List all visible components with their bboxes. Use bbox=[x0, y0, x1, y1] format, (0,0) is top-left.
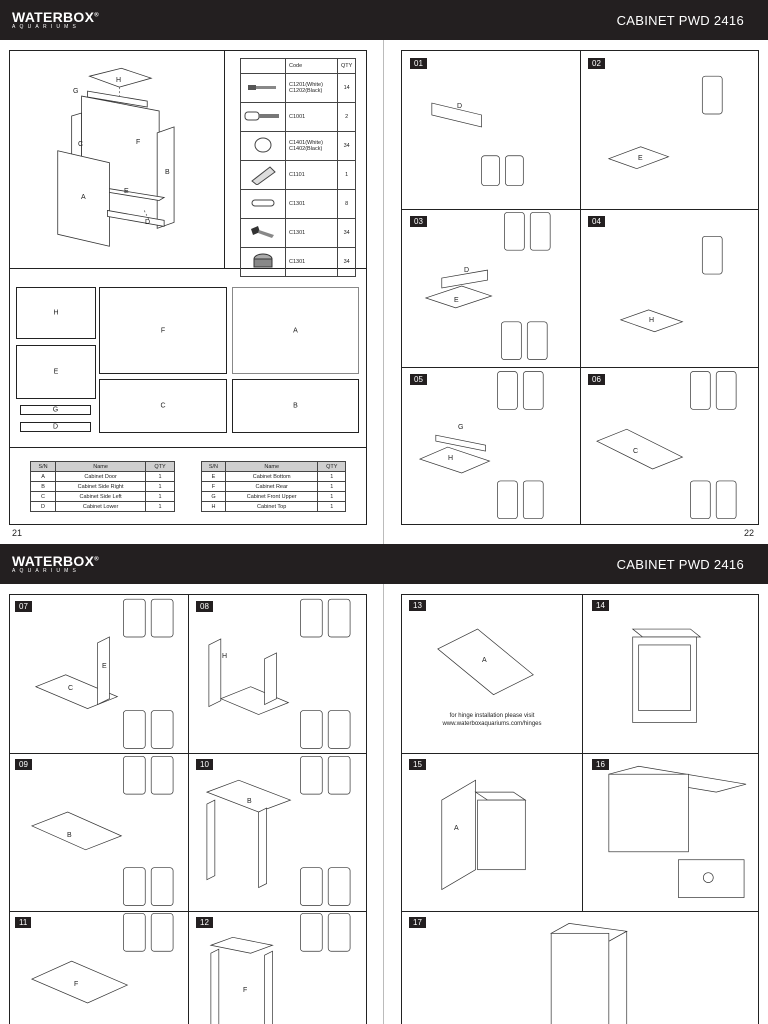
hardware-row: C1001 2 bbox=[240, 102, 357, 132]
step-badge: 12 bbox=[196, 917, 213, 928]
screw-icon bbox=[251, 226, 274, 238]
brand-logo: WATERBOX® AQUARIUMS bbox=[12, 553, 99, 574]
panel-d: D bbox=[20, 422, 91, 432]
step-badge: 16 bbox=[592, 759, 609, 770]
page-gutter bbox=[383, 40, 384, 544]
exploded-cabinet-diagram bbox=[57, 67, 175, 247]
hardware-row: C1301 34 bbox=[240, 218, 357, 248]
cover-cap-icon bbox=[254, 137, 272, 153]
assembly-steps-7-12-diagram bbox=[30, 598, 351, 1024]
assembly-steps-1-6-diagram bbox=[418, 75, 737, 520]
step-badge: 07 bbox=[15, 601, 32, 612]
step-badge: 10 bbox=[196, 759, 213, 770]
assembly-steps-13-17-diagram bbox=[437, 628, 747, 1024]
hardware-row: C1301 34 bbox=[240, 247, 357, 277]
step-badge: 11 bbox=[15, 917, 32, 928]
hardware-row: C1301 8 bbox=[240, 189, 357, 219]
document-title: CABINET PWD 2416 bbox=[616, 13, 744, 28]
step-badge: 09 bbox=[15, 759, 32, 770]
steps-page-sheet-2: 07 08 09 10 11 12 bbox=[9, 594, 367, 1024]
step-badge: 15 bbox=[409, 759, 426, 770]
parts-page-sheet: H G C F B E A D Code QTY C1201(White)C12… bbox=[9, 50, 367, 525]
steps-page-sheet-1: 01 02 03 04 05 06 bbox=[401, 50, 759, 525]
page-gutter bbox=[383, 584, 384, 1024]
page-number: 21 bbox=[12, 528, 23, 538]
hardware-row: C1201(White)C1202(Black) 14 bbox=[240, 73, 357, 103]
step-badge: 13 bbox=[409, 600, 426, 611]
step-badge: 17 bbox=[409, 917, 426, 928]
panel-b: B bbox=[232, 379, 359, 433]
cam-lock-icon bbox=[253, 253, 273, 268]
hardware-row: C1101 1 bbox=[240, 160, 357, 190]
handle-icon bbox=[251, 199, 275, 207]
step-badge: 01 bbox=[410, 58, 427, 69]
top-header: WATERBOX® AQUARIUMS CABINET PWD 2416 bbox=[0, 0, 768, 40]
hinge-icon bbox=[244, 111, 279, 121]
step-badge: 03 bbox=[410, 216, 427, 227]
brand-logo: WATERBOX® AQUARIUMS bbox=[12, 9, 99, 30]
panel-a: A bbox=[232, 287, 359, 374]
cam-bolt-icon bbox=[248, 85, 276, 90]
bottom-header: WATERBOX® AQUARIUMS CABINET PWD 2416 bbox=[0, 544, 768, 584]
hinge-installation-note: for hinge installation please visit www.… bbox=[442, 713, 542, 727]
hardware-row: C1401(White)C1402(Black) 34 bbox=[240, 131, 357, 161]
document-title: CABINET PWD 2416 bbox=[616, 557, 744, 572]
step-badge: 06 bbox=[588, 374, 605, 385]
step-badge: 04 bbox=[588, 216, 605, 227]
step-badge: 02 bbox=[588, 58, 605, 69]
panel-h: H bbox=[16, 287, 96, 339]
page-number: 22 bbox=[744, 528, 755, 538]
steps-page-sheet-3: 13 14 15 16 17 A A for hinge in bbox=[401, 594, 759, 1024]
panel-g: G bbox=[20, 405, 91, 415]
panel-e: E bbox=[16, 345, 96, 399]
hardware-table: Code QTY C1201(White)C1202(Black) 14 C10… bbox=[240, 58, 357, 277]
panel-f: F bbox=[99, 287, 227, 374]
step-badge: 14 bbox=[592, 600, 609, 611]
panel-c: C bbox=[99, 379, 227, 433]
step-badge: 08 bbox=[196, 601, 213, 612]
wooden-dowel-icon bbox=[251, 166, 276, 186]
step-badge: 05 bbox=[410, 374, 427, 385]
